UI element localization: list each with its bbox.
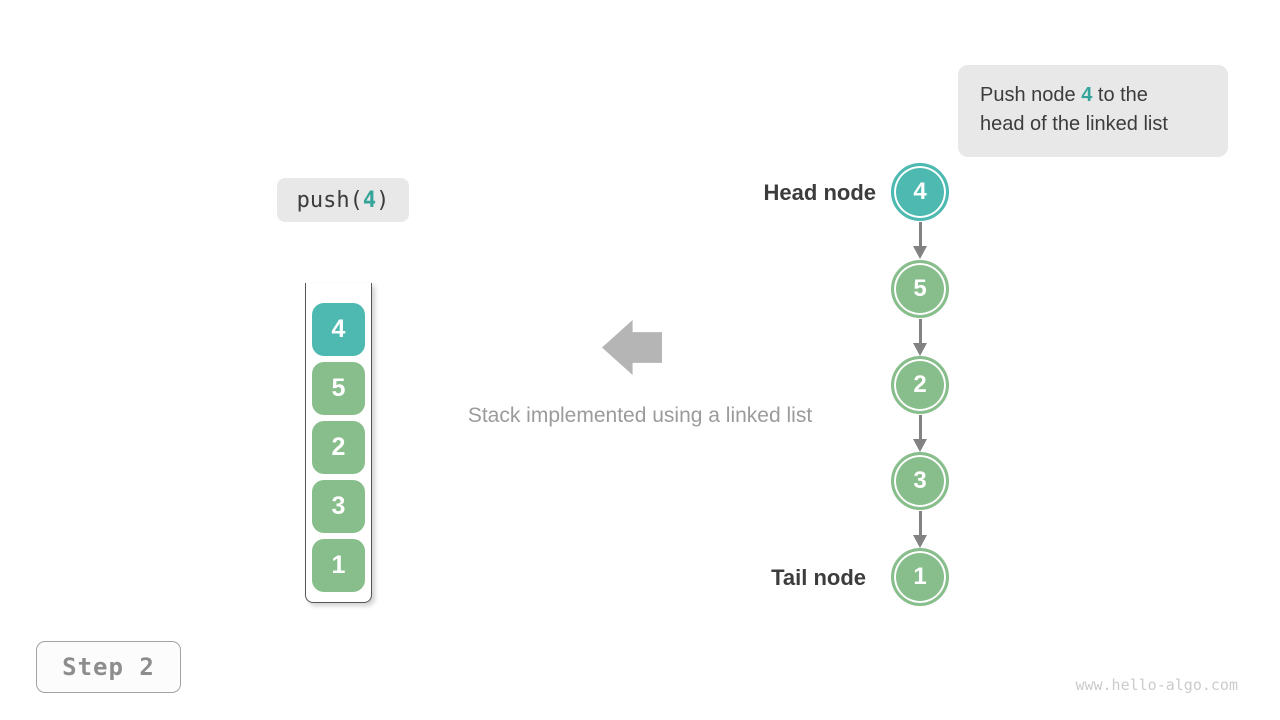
stack-container: 4 5 2 3 1 xyxy=(305,283,372,603)
step-badge-label: Step 2 xyxy=(62,653,155,681)
linked-list-node-3: 3 xyxy=(891,452,949,510)
instruction-line-2: head of the linked list xyxy=(980,113,1168,135)
linked-list-node-2: 2 xyxy=(891,356,949,414)
code-box: push(4) xyxy=(277,178,409,222)
step-badge: Step 2 xyxy=(36,641,181,693)
linked-list-node-1: 1 xyxy=(891,548,949,606)
down-arrow-icon xyxy=(913,415,927,453)
caption: Stack implemented using a linked list xyxy=(467,404,813,427)
code-text: push(4) xyxy=(297,188,390,213)
down-arrow-icon xyxy=(913,319,927,357)
stack-item-2: 2 xyxy=(312,421,365,474)
stack-item-1: 1 xyxy=(312,539,365,592)
code-prefix: push( xyxy=(296,187,363,213)
instruction-line-1: Push node 4 to the xyxy=(980,81,1208,110)
watermark: www.hello-algo.com xyxy=(1075,676,1238,694)
instruction-text-after: to the xyxy=(1092,84,1148,106)
down-arrow-icon xyxy=(913,511,927,549)
stack-item-5: 5 xyxy=(312,362,365,415)
instruction-text-before: Push node xyxy=(980,84,1082,106)
head-node-label: Head node xyxy=(763,180,876,205)
code-argument: 4 xyxy=(362,187,377,213)
down-arrow-icon xyxy=(913,222,927,260)
left-arrow-icon xyxy=(602,320,662,375)
stack-item-3: 3 xyxy=(312,480,365,533)
stack-item-4: 4 xyxy=(312,303,365,356)
linked-list-node-5: 5 xyxy=(891,260,949,318)
linked-list-node-4: 4 xyxy=(891,163,949,221)
highlighted-value: 4 xyxy=(1081,84,1093,106)
code-suffix: ) xyxy=(376,187,390,213)
tail-node-label: Tail node xyxy=(771,565,866,590)
instruction-bubble: Push node 4 to the head of the linked li… xyxy=(958,65,1228,157)
